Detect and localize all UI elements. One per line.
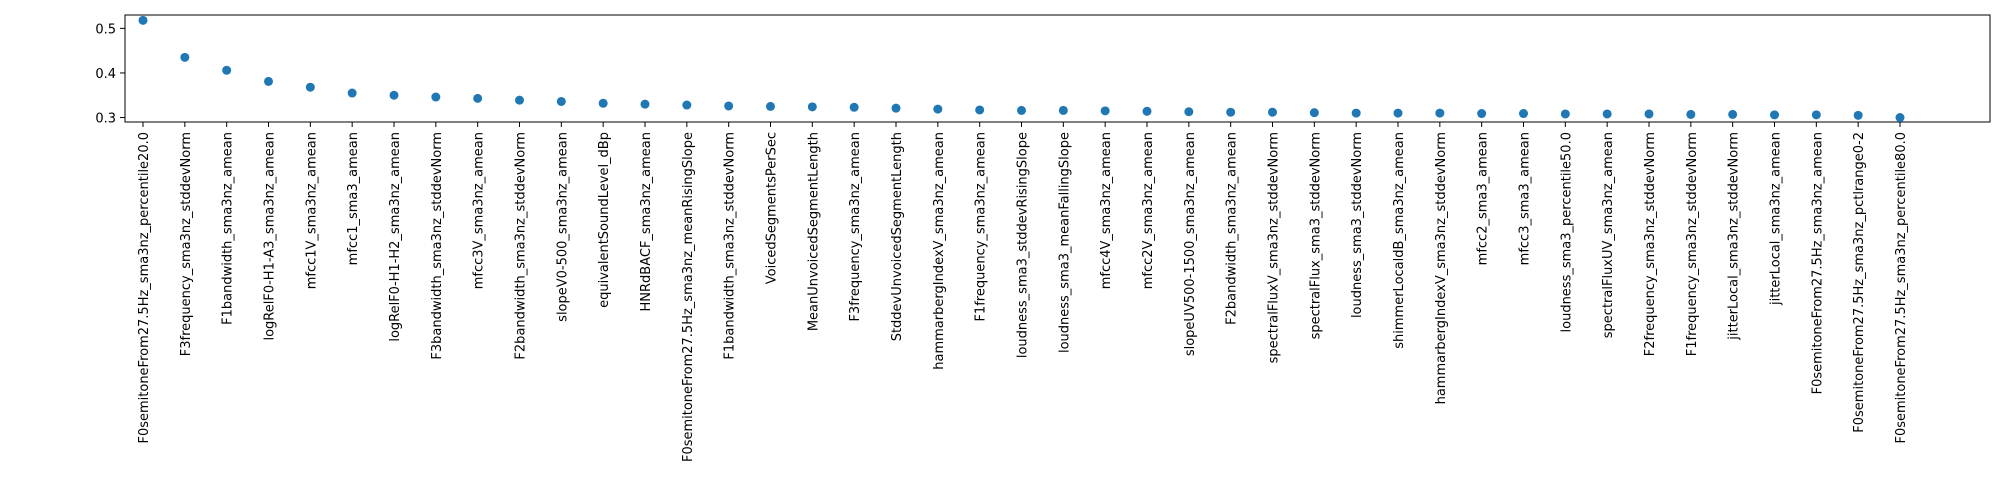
data-point: [1728, 109, 1738, 119]
data-point: [1770, 110, 1779, 120]
data-point: [389, 90, 399, 100]
data-point: [1560, 109, 1570, 119]
x-tick-label: spectralFluxV_sma3nz_stddevNorm: [1267, 132, 1282, 363]
x-tick-label: F2bandwidth_sma3nz_stddevNorm: [514, 132, 529, 360]
x-tick-label: F1frequency_sma3nz_amean: [974, 132, 989, 322]
data-point: [180, 52, 190, 62]
data-point: [1351, 108, 1361, 118]
x-tick-label: F2bandwidth_sma3nz_amean: [1225, 132, 1240, 325]
x-tick-label: F0semitoneFrom27.5Hz_sma3nz_pctlrange0-2: [1852, 132, 1867, 433]
x-tick-label: VoicedSegmentsPerSec: [765, 132, 780, 284]
x-tick-label: mfcc3V_sma3nz_amean: [472, 132, 487, 289]
data-point: [431, 92, 441, 102]
x-tick-label: F1bandwidth_sma3nz_stddevNorm: [723, 132, 738, 360]
x-tick-label: loudness_sma3_stddevNorm: [1350, 132, 1365, 318]
data-point: [1686, 109, 1696, 119]
data-point: [849, 102, 859, 112]
x-tick-label: shimmerLocaldB_sma3nz_amean: [1392, 132, 1407, 349]
y-tick-label: 0.3: [95, 112, 116, 127]
data-point: [1602, 109, 1612, 119]
x-tick-label: slopeV0-500_sma3nz_amean: [555, 132, 570, 322]
data-point: [682, 100, 692, 110]
data-point: [807, 102, 817, 112]
x-tick-label: F0semitoneFrom27.5Hz_sma3nz_percentile20…: [137, 132, 152, 444]
data-point: [347, 88, 357, 98]
x-tick-label: F0semitoneFrom27.5Hz_sma3nz_meanRisingSl…: [681, 132, 696, 462]
data-point: [556, 96, 566, 106]
data-point: [1142, 106, 1152, 116]
x-tick-label: logRelF0-H1-A3_sma3nz_amean: [263, 132, 278, 341]
x-tick-label: F1frequency_sma3nz_stddevNorm: [1685, 132, 1700, 356]
data-point: [891, 103, 901, 113]
data-point: [1100, 106, 1110, 116]
data-point: [1644, 109, 1654, 119]
x-tick-label: logRelF0-H1-H2_sma3nz_amean: [388, 132, 403, 342]
x-tick-label: F1bandwidth_sma3nz_amean: [221, 132, 236, 325]
plot-area: [124, 14, 1991, 123]
x-tick-label: StddevUnvoicedSegmentLength: [890, 132, 905, 341]
data-series: [138, 15, 1905, 123]
x-tick-label: mfcc2V_sma3nz_amean: [1141, 132, 1156, 289]
x-tick-label: jitterLocal_sma3nz_stddevNorm: [1727, 132, 1742, 341]
x-tick-label: F3bandwidth_sma3nz_stddevNorm: [430, 132, 445, 360]
data-point: [724, 101, 734, 111]
data-point: [473, 93, 483, 103]
data-point: [1895, 113, 1905, 123]
data-point: [598, 98, 608, 108]
x-tick-label: hammarbergIndexV_sma3nz_amean: [932, 132, 947, 370]
x-axis: F0semitoneFrom27.5Hz_sma3nz_percentile20…: [137, 122, 1909, 462]
x-tick-label: jitterLocal_sma3nz_amean: [1769, 132, 1784, 306]
x-tick-label: slopeUV500-1500_sma3nz_amean: [1183, 132, 1198, 356]
data-point: [305, 82, 315, 92]
data-point: [1058, 105, 1068, 115]
data-point: [1017, 105, 1026, 115]
data-point: [1435, 108, 1445, 118]
y-tick-label: 0.5: [95, 22, 116, 37]
x-tick-label: hammarbergIndexV_sma3nz_stddevNorm: [1434, 132, 1449, 404]
data-point: [933, 104, 943, 114]
data-point: [766, 101, 775, 111]
x-tick-label: spectralFlux_sma3_stddevNorm: [1308, 132, 1323, 339]
x-tick-label: mfcc3_sma3_amean: [1518, 132, 1533, 265]
x-tick-label: F0semitoneFrom27.5Hz_sma3nz_percentile80…: [1894, 132, 1909, 444]
x-tick-label: loudness_sma3_meanFallingSlope: [1057, 132, 1072, 353]
x-tick-label: F2frequency_sma3nz_stddevNorm: [1643, 132, 1658, 356]
x-tick-label: F3frequency_sma3nz_amean: [848, 132, 863, 322]
data-point: [515, 95, 524, 105]
data-point: [1309, 108, 1319, 118]
y-axis: 0.3 0.4 0.5: [95, 22, 125, 127]
data-point: [1393, 108, 1403, 118]
data-point: [1519, 109, 1528, 119]
data-point: [1226, 107, 1236, 117]
x-tick-label: MeanUnvoicedSegmentLength: [806, 132, 821, 331]
x-tick-label: mfcc1V_sma3nz_amean: [304, 132, 319, 289]
data-point: [1853, 110, 1863, 120]
x-tick-label: mfcc4V_sma3nz_amean: [1099, 132, 1114, 289]
data-point: [1268, 107, 1277, 117]
x-tick-label: mfcc1_sma3_amean: [346, 132, 361, 265]
x-tick-label: loudness_sma3_stddevRisingSlope: [1016, 132, 1031, 358]
data-point: [1477, 109, 1487, 119]
data-point: [640, 99, 650, 109]
data-point: [222, 65, 232, 75]
x-tick-label: HNRdBACF_sma3nz_amean: [639, 132, 654, 312]
data-point: [1811, 110, 1821, 120]
data-point: [138, 15, 148, 25]
data-point: [264, 76, 273, 86]
data-point: [975, 105, 985, 115]
x-tick-label: F0semitoneFrom27.5Hz_sma3nz_amean: [1810, 132, 1825, 394]
x-tick-label: loudness_sma3_percentile50.0: [1559, 132, 1574, 332]
data-point: [1184, 107, 1194, 117]
x-tick-label: mfcc2_sma3_amean: [1476, 132, 1491, 265]
x-tick-label: equivalentSoundLevel_dBp: [597, 132, 612, 308]
y-tick-label: 0.4: [95, 67, 116, 82]
x-tick-label: spectralFluxUV_sma3nz_amean: [1601, 132, 1616, 338]
x-tick-label: F3frequency_sma3nz_stddevNorm: [179, 132, 194, 356]
